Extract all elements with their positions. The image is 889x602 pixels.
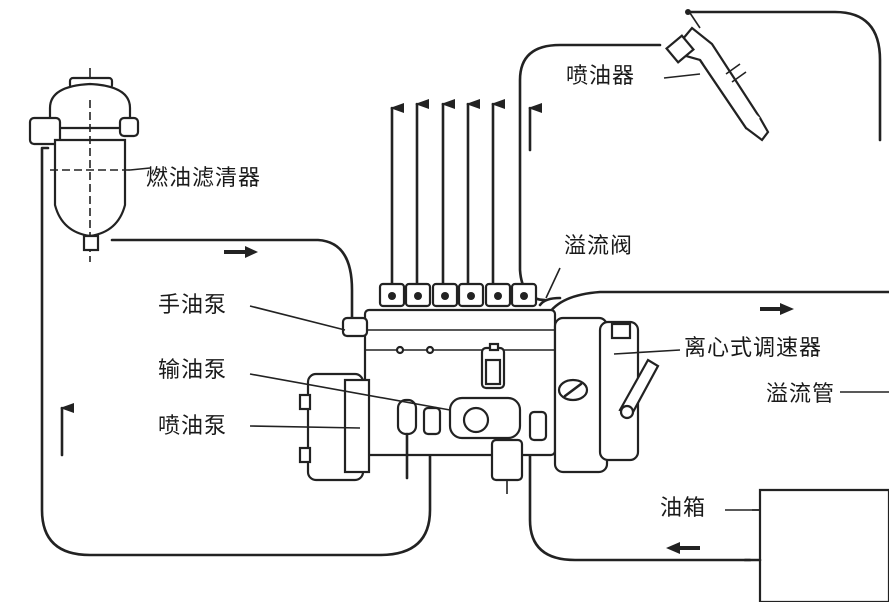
label-injector: 喷油器 [566, 64, 636, 89]
fuel-filter [28, 68, 151, 262]
label-fuel-filter: 燃油滤清器 [146, 166, 262, 191]
label-governor: 离心式调速器 [684, 336, 823, 361]
injection-pump-assembly [298, 282, 660, 494]
label-hand-pump: 手油泵 [158, 293, 228, 318]
injector [663, 9, 770, 142]
flow-arrows [60, 99, 794, 554]
label-fuel-tank: 油箱 [660, 496, 707, 521]
label-injection-pump: 喷油泵 [158, 414, 228, 439]
label-transfer-pump: 输油泵 [158, 358, 228, 383]
fuel-tank [743, 488, 889, 602]
leader-lines [249, 267, 889, 511]
label-overflow-valve: 溢流阀 [564, 234, 634, 259]
label-overflow-pipe: 溢流管 [766, 382, 836, 407]
pump-outlets [378, 282, 538, 308]
